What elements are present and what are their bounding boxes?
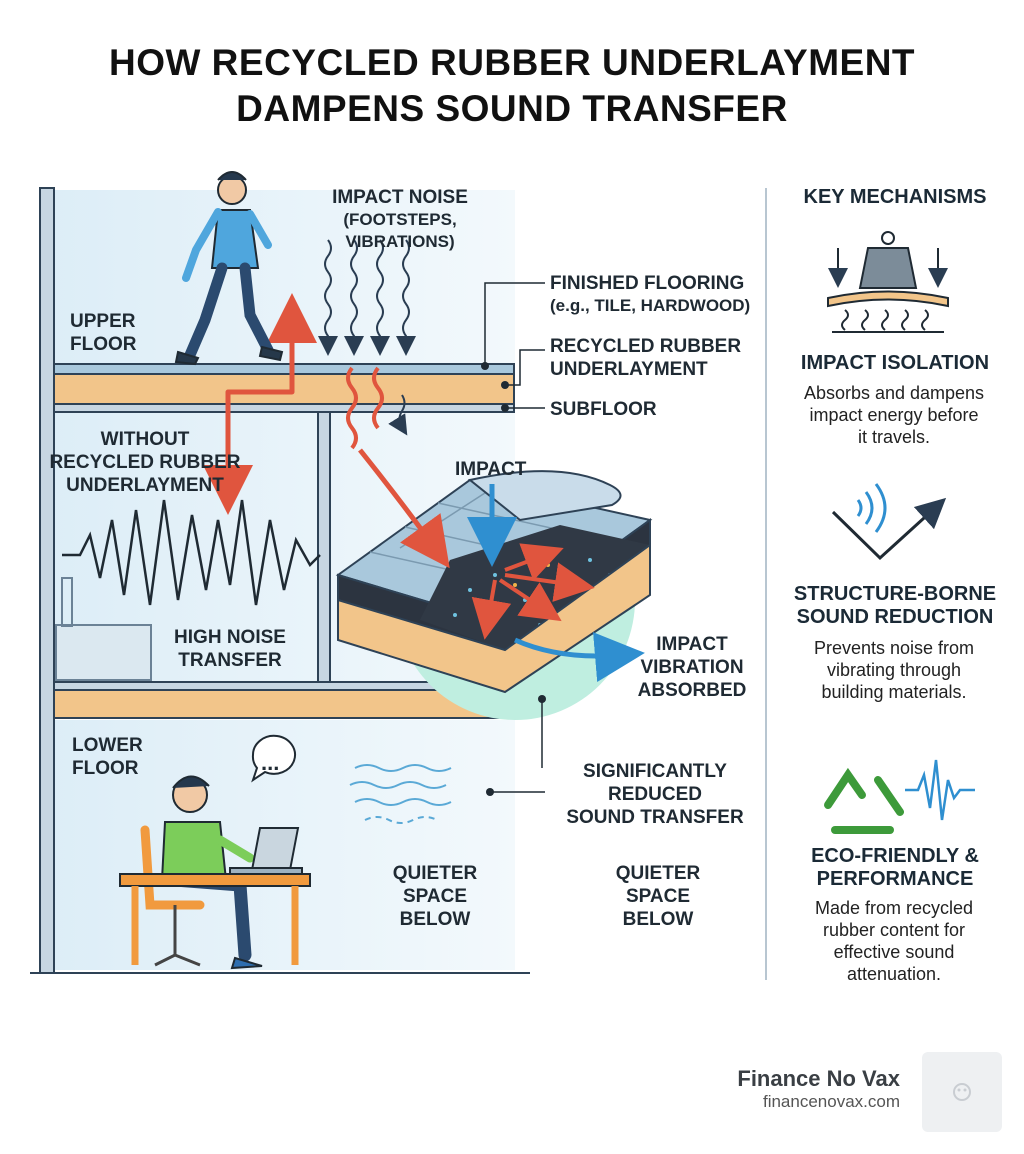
brand-url[interactable]: financenovax.com <box>762 1092 900 1111</box>
lower-floor-label: LOWER FLOOR <box>72 734 143 780</box>
mechanism-3-desc-line-3: effective sound <box>833 942 955 962</box>
lower-floor-line-1: LOWER <box>72 735 143 756</box>
finished-flooring-layer <box>53 363 515 375</box>
absorbed-line-1: IMPACT <box>656 634 728 655</box>
upper-floor-label: UPPER FLOOR <box>70 310 137 356</box>
laptop-and-desk <box>119 827 311 965</box>
quieter-space-label-b: QUIETER SPACE BELOW <box>603 862 713 931</box>
reduced-line-1: SIGNIFICANTLY <box>583 761 727 782</box>
finished-flooring-label: FINISHED FLOORING (e.g., TILE, HARDWOOD) <box>550 272 750 317</box>
mechanism-3-description: Made from recycled rubber content for ef… <box>778 897 1010 985</box>
recycle-icon <box>824 767 904 834</box>
peeled-tile-curl <box>467 470 622 522</box>
high-noise-line-1: HIGH NOISE <box>174 627 286 648</box>
subfloor-label: SUBFLOOR <box>550 398 657 421</box>
subfloor-wood-layer <box>53 373 515 405</box>
mechanism-2-title-line-1: STRUCTURE-BORNE <box>793 583 997 605</box>
mechanism-1-desc-line-2: impact energy before <box>809 405 979 425</box>
without-line-1: WITHOUT <box>100 429 190 450</box>
reduced-line-2: REDUCED <box>608 784 702 805</box>
mechanism-3-title-line-1: ECO-FRIENDLY & <box>811 845 979 867</box>
brand-logo <box>922 1052 1002 1132</box>
ceiling-layer <box>53 403 515 413</box>
walking-person-figure <box>174 171 284 366</box>
impact-noise-waves <box>318 239 416 356</box>
downward-dark-arrow <box>388 394 408 436</box>
finished-flooring-line-2: (e.g., TILE, HARDWOOD) <box>550 296 751 315</box>
mechanism-3-desc-line-1: Made from recycled <box>814 898 974 918</box>
rubber-underlayment-line-2: UNDERLAYMENT <box>550 359 708 380</box>
impact-red-arrow <box>358 448 450 569</box>
impact-noise-line-1: IMPACT NOISE <box>332 187 468 208</box>
dispersion-arrows <box>471 543 595 640</box>
subfloor-text: SUBFLOOR <box>550 399 657 420</box>
quieter-b-line-1: QUIETER <box>615 863 701 884</box>
mechanism-1-title: IMPACT ISOLATION <box>775 352 1015 375</box>
without-line-2: RECYCLED RUBBER <box>49 452 241 473</box>
quieter-b-line-3: BELOW <box>622 909 694 930</box>
quieter-space-label-a: QUIETER SPACE BELOW <box>380 862 490 931</box>
mechanism-3-desc-line-4: attenuation. <box>846 964 942 984</box>
lower-slab-wood <box>53 689 515 719</box>
vibration-through-floor <box>346 366 384 450</box>
rubber-underlayment-line-1: RECYCLED RUBBER <box>550 336 742 357</box>
leader-lines <box>484 282 545 793</box>
quieter-b-line-2: SPACE <box>625 886 691 907</box>
impact-label: IMPACT <box>455 458 526 481</box>
brand-name: Finance No Vax <box>737 1066 900 1091</box>
mechanism-2-desc-line-2: vibrating through <box>826 660 962 680</box>
mechanism-2-desc-line-1: Prevents noise from <box>813 638 975 658</box>
without-underlayment-label: WITHOUT RECYCLED RUBBER UNDERLAYMENT <box>40 428 250 497</box>
high-noise-transfer-label: HIGH NOISE TRANSFER <box>160 626 300 672</box>
quieter-a-line-1: QUIETER <box>392 863 478 884</box>
title-line-1: HOW RECYCLED RUBBER UNDERLAYMENT <box>108 42 916 83</box>
center-column <box>317 411 331 688</box>
lower-floor-line-2: FLOOR <box>72 758 139 779</box>
without-line-3: UNDERLAYMENT <box>66 475 224 496</box>
rubber-underlayment-label: RECYCLED RUBBER UNDERLAYMENT <box>550 335 741 381</box>
mechanism-2-title: STRUCTURE-BORNE SOUND REDUCTION <box>775 583 1015 629</box>
mechanism-2-desc-line-3: building materials. <box>821 682 967 702</box>
mechanism-3-title-line-2: PERFORMANCE <box>816 868 974 890</box>
impact-text: IMPACT <box>455 459 527 480</box>
absorbed-blue-arrow <box>513 632 645 682</box>
reduced-transfer-label: SIGNIFICANTLY REDUCED SOUND TRANSFER <box>555 760 755 829</box>
impact-noise-label: IMPACT NOISE (FOOTSTEPS, VIBRATIONS) <box>300 186 500 253</box>
eco-waveform <box>905 759 975 821</box>
speech-bubble <box>251 734 296 783</box>
upper-floor-line-1: UPPER <box>70 311 136 332</box>
quieter-a-line-2: SPACE <box>402 886 468 907</box>
mechanism-1-title-line: IMPACT ISOLATION <box>800 352 990 374</box>
vibration-absorbed-label: IMPACT VIBRATION ABSORBED <box>622 633 762 702</box>
upper-floor-line-2: FLOOR <box>70 334 137 355</box>
brand-logo-icon <box>953 1083 971 1101</box>
mechanism-3-title: ECO-FRIENDLY & PERFORMANCE <box>775 845 1015 891</box>
page-title: HOW RECYCLED RUBBER UNDERLAYMENT DAMPENS… <box>0 40 1024 132</box>
title-line-2: DAMPENS SOUND TRANSFER <box>236 88 788 129</box>
absorbed-line-2: VIBRATION <box>640 657 744 678</box>
mechanism-3-desc-line-2: rubber content for <box>822 920 966 940</box>
mechanism-2-title-line-2: SOUND REDUCTION <box>796 606 994 628</box>
mechanism-1-desc-line-1: Absorbs and dampens <box>803 383 985 403</box>
reduced-line-3: SOUND TRANSFER <box>566 807 744 828</box>
cutaway-wood-base <box>337 543 651 694</box>
high-noise-line-2: TRANSFER <box>178 650 282 671</box>
sidebar-heading: KEY MECHANISMS <box>803 186 987 208</box>
left-column <box>39 187 55 974</box>
quieter-a-line-3: BELOW <box>399 909 471 930</box>
absorbed-line-3: ABSORBED <box>637 680 747 701</box>
mechanism-2-description: Prevents noise from vibrating through bu… <box>778 637 1010 703</box>
mechanism-1-desc-line-3: it travels. <box>857 427 931 447</box>
middle-room-desk <box>55 577 152 681</box>
finished-flooring-line-1: FINISHED FLOORING <box>550 273 745 294</box>
weight-on-spring-icon <box>827 231 949 333</box>
sound-reflection-icon <box>831 483 947 561</box>
quiet-sound-waves <box>349 764 452 824</box>
speech-bubble-dots: ... <box>261 750 280 775</box>
mechanism-1-description: Absorbs and dampens impact energy before… <box>778 382 1010 448</box>
high-noise-waveform <box>62 499 321 606</box>
impact-noise-line-2: (FOOTSTEPS, VIBRATIONS) <box>343 210 457 251</box>
